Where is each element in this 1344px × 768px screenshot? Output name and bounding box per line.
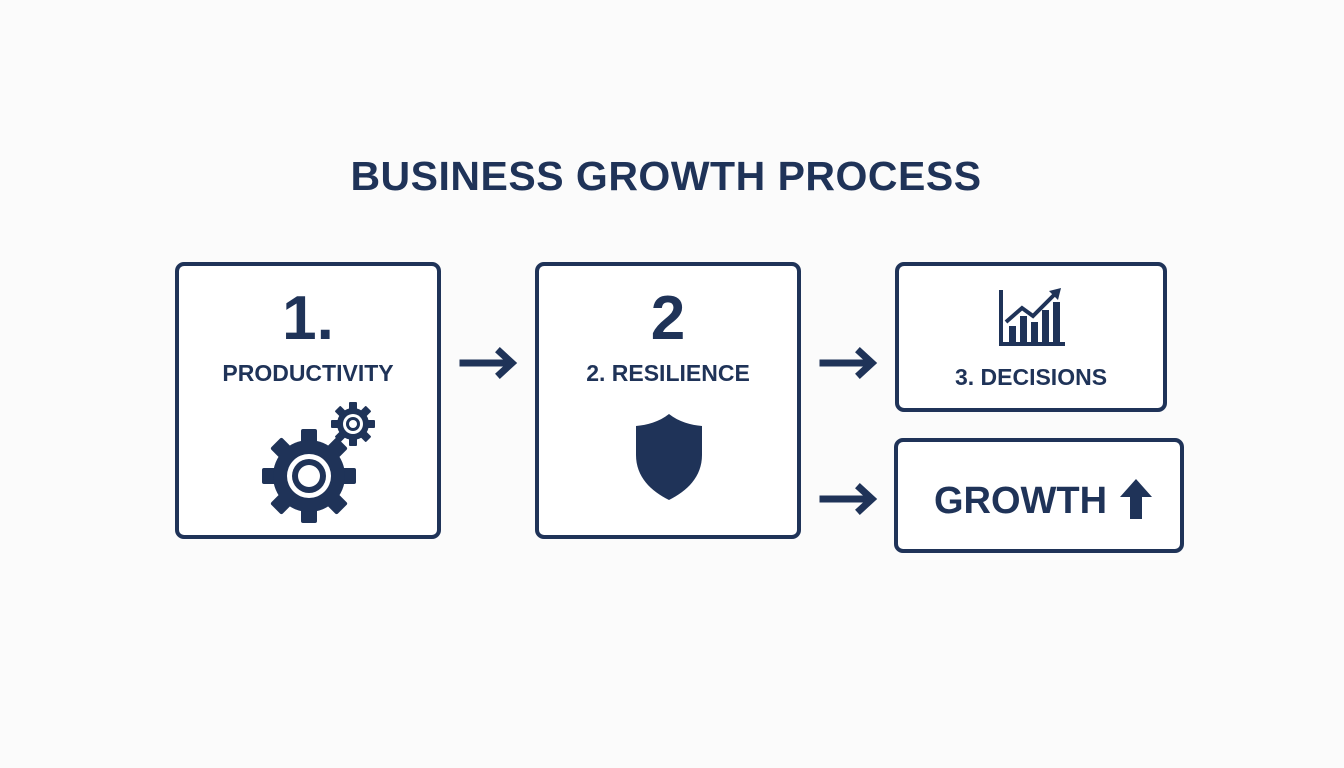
up-arrow-icon [1120, 479, 1152, 519]
step-1-label: PRODUCTIVITY [222, 360, 394, 386]
step-2-label: 2. RESILIENCE [586, 360, 750, 386]
shield-icon [636, 414, 702, 500]
arrow-right-icon [819, 483, 878, 515]
step-2-number: 2 [650, 284, 686, 353]
diagram-title: BUSINESS GROWTH PROCESS [350, 153, 982, 199]
growth-label: GROWTH [934, 480, 1108, 522]
step-3-label: 3. DECISIONS [954, 364, 1108, 390]
step-3-box: 3. DECISIONS [895, 262, 1167, 412]
growth-box: GROWTH [894, 438, 1184, 553]
arrow-right-icon [819, 347, 878, 379]
step-1-number: 1. [282, 284, 334, 353]
step-1-box: 1. PRODUCTIVITY [175, 262, 441, 539]
gears-icon [262, 402, 375, 523]
bar-chart-trend-icon [999, 288, 1065, 346]
arrow-right-icon [459, 347, 518, 379]
step-2-box: 2 2. RESILIENCE [535, 262, 801, 539]
